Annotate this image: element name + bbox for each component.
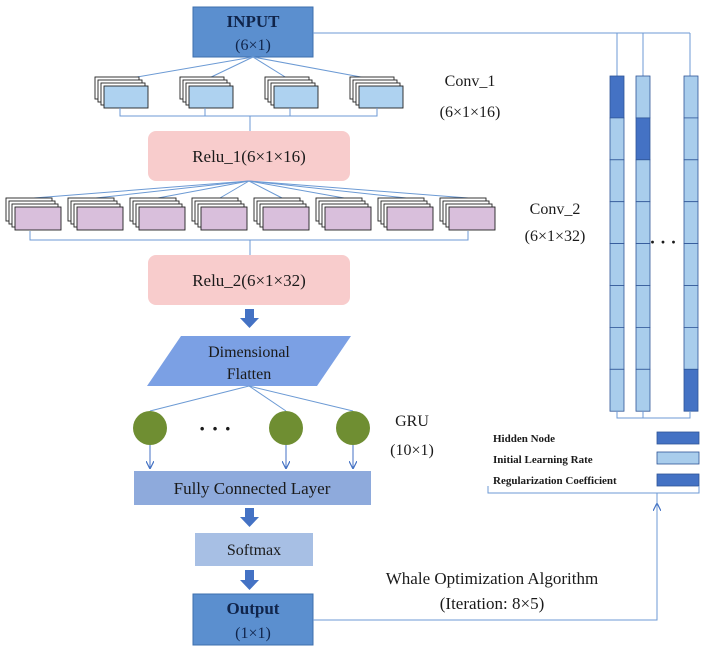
arrow-fc-to-softmax <box>240 508 259 527</box>
vector-cell <box>635 75 651 119</box>
flatten-node: Dimensional Flatten <box>147 336 351 386</box>
conv2-map-stack <box>67 197 124 231</box>
relu2-node: Relu_2(6×1×32) <box>148 255 350 305</box>
legend-regularization-swatch <box>656 473 700 487</box>
conv2-bracket <box>29 231 469 255</box>
vector-cell <box>683 75 699 119</box>
conv2-map-stack <box>377 197 434 231</box>
parameter-vectors <box>609 75 699 412</box>
woa-feedback-line <box>313 504 657 621</box>
vector-cell <box>609 117 625 161</box>
conv2-feature-maps <box>5 197 496 231</box>
conv1-feature-maps <box>94 76 404 109</box>
input-dims: (6×1) <box>235 37 271 54</box>
flatten-to-gru-lines <box>149 385 354 412</box>
conv1-bracket <box>119 108 378 131</box>
woa-label: Whale Optimization Algorithm <box>386 569 598 588</box>
gru-node <box>336 411 370 445</box>
input-title: INPUT <box>227 12 281 31</box>
input-node: INPUT (6×1) <box>192 6 314 58</box>
parameter-vector <box>683 75 699 412</box>
vectors-to-legend-bracket <box>616 411 691 419</box>
legend-hidden-node-swatch <box>656 431 700 445</box>
legend-learning-rate-label: Initial Learning Rate <box>493 454 593 466</box>
vector-cell <box>609 285 625 328</box>
conv2-dims: (6×1×32) <box>525 228 586 245</box>
conv2-name: Conv_2 <box>530 201 581 218</box>
vector-cell <box>635 285 651 328</box>
gru-node <box>133 411 167 445</box>
parameter-vector <box>635 75 651 412</box>
vector-cell <box>609 368 625 412</box>
vector-cell <box>635 117 651 161</box>
output-node: Output (1×1) <box>192 593 314 646</box>
vector-cell <box>609 75 625 119</box>
conv1-name: Conv_1 <box>445 73 496 90</box>
legend-regularization-label: Regularization Coefficient <box>493 475 617 487</box>
conv2-map-stack <box>315 197 372 231</box>
vector-cell <box>683 285 699 328</box>
gru-nodes: · · · <box>133 411 370 445</box>
output-title: Output <box>227 599 280 618</box>
conv2-map-stack <box>191 197 248 231</box>
flatten-line1: Dimensional <box>208 344 290 361</box>
gru-dims: (10×1) <box>390 442 434 459</box>
conv2-map-stack <box>129 197 186 231</box>
vector-cell <box>683 243 699 286</box>
vector-cell <box>635 368 651 412</box>
gru-ellipsis: · · · <box>198 416 231 441</box>
conv2-map-stack <box>5 197 62 231</box>
arrow-softmax-to-output <box>240 570 259 590</box>
vector-cell <box>635 159 651 203</box>
vector-cell <box>609 159 625 203</box>
softmax-label: Softmax <box>227 542 281 559</box>
vector-cell <box>609 326 625 370</box>
softmax-node: Softmax <box>195 533 313 566</box>
fc-layer-node: Fully Connected Layer <box>134 471 371 505</box>
gru-node <box>269 411 303 445</box>
output-dims: (1×1) <box>235 625 271 642</box>
vector-ellipsis: · · · <box>649 232 676 252</box>
conv2-map-stack <box>253 197 310 231</box>
input-to-conv1-lines <box>119 56 378 81</box>
input-to-vectors-lines <box>313 32 691 76</box>
vector-cell <box>609 243 625 286</box>
relu2-label: Relu_2(6×1×32) <box>192 271 306 290</box>
flatten-line2: Flatten <box>227 366 271 383</box>
conv1-map-stack <box>94 76 149 109</box>
gru-to-fc-arrows <box>150 445 353 468</box>
conv1-dims: (6×1×16) <box>440 104 501 121</box>
conv1-map-stack <box>179 76 234 109</box>
parameter-legend: Hidden Node Initial Learning Rate Regula… <box>487 431 700 504</box>
conv1-map-stack <box>264 76 319 109</box>
vector-cell <box>683 201 699 244</box>
conv2-map-stack <box>439 197 496 231</box>
woa-iterations: (Iteration: 8×5) <box>440 594 544 613</box>
vector-cell <box>683 326 699 370</box>
fc-label: Fully Connected Layer <box>174 479 331 498</box>
relu1-label: Relu_1(6×1×16) <box>192 147 306 166</box>
relu1-node: Relu_1(6×1×16) <box>148 131 350 181</box>
vector-cell <box>683 117 699 161</box>
arrow-relu2-to-flatten <box>240 309 259 328</box>
conv1-map-stack <box>349 76 404 109</box>
vector-cell <box>635 243 651 286</box>
vector-cell <box>609 201 625 244</box>
vector-cell <box>635 201 651 244</box>
vector-cell <box>635 326 651 370</box>
legend-hidden-node-label: Hidden Node <box>493 433 555 445</box>
relu1-to-conv2-lines <box>33 180 469 199</box>
legend-learning-rate-swatch <box>656 451 700 465</box>
vector-cell <box>683 368 699 412</box>
vector-cell <box>683 159 699 203</box>
gru-name: GRU <box>395 413 429 430</box>
parameter-vector <box>609 75 625 412</box>
